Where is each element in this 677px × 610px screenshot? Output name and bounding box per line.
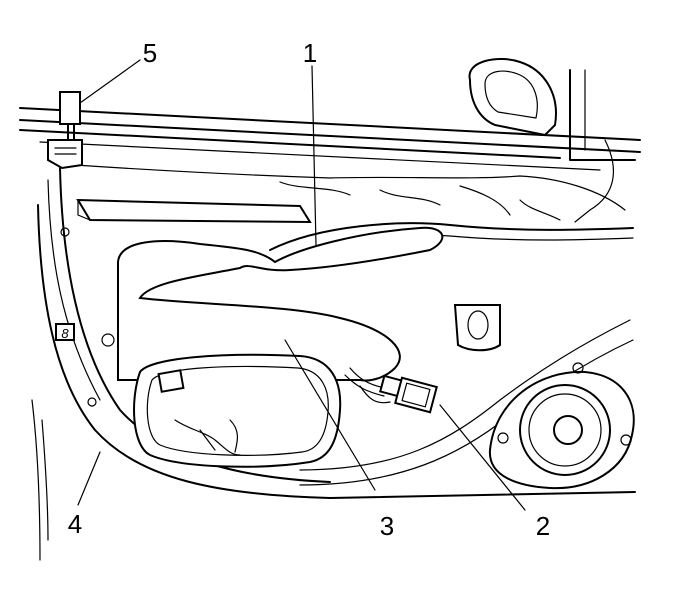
- door-inner-edge: [59, 167, 331, 483]
- mirror-housing: [468, 58, 636, 223]
- callout-4: 4: [68, 509, 82, 539]
- panel-clip-hole: [453, 304, 501, 352]
- armrest-box: [76, 198, 312, 224]
- panel-badge-label: 8: [61, 326, 69, 341]
- callout-1: 1: [303, 38, 317, 68]
- speaker: [488, 362, 635, 490]
- panel-badge-box: [55, 323, 75, 341]
- speaker-cavity: [133, 353, 342, 468]
- electrical-connector: [344, 367, 438, 414]
- door-outer-edge: [37, 204, 636, 499]
- access-opening: [117, 226, 444, 382]
- leader-lines: [77, 59, 526, 511]
- callout-3: 3: [380, 511, 394, 541]
- window-rails: [19, 107, 641, 171]
- door-switch: [47, 91, 83, 170]
- callout-2: 2: [536, 511, 550, 541]
- wire-harness: [269, 222, 634, 251]
- callout-5: 5: [143, 38, 157, 68]
